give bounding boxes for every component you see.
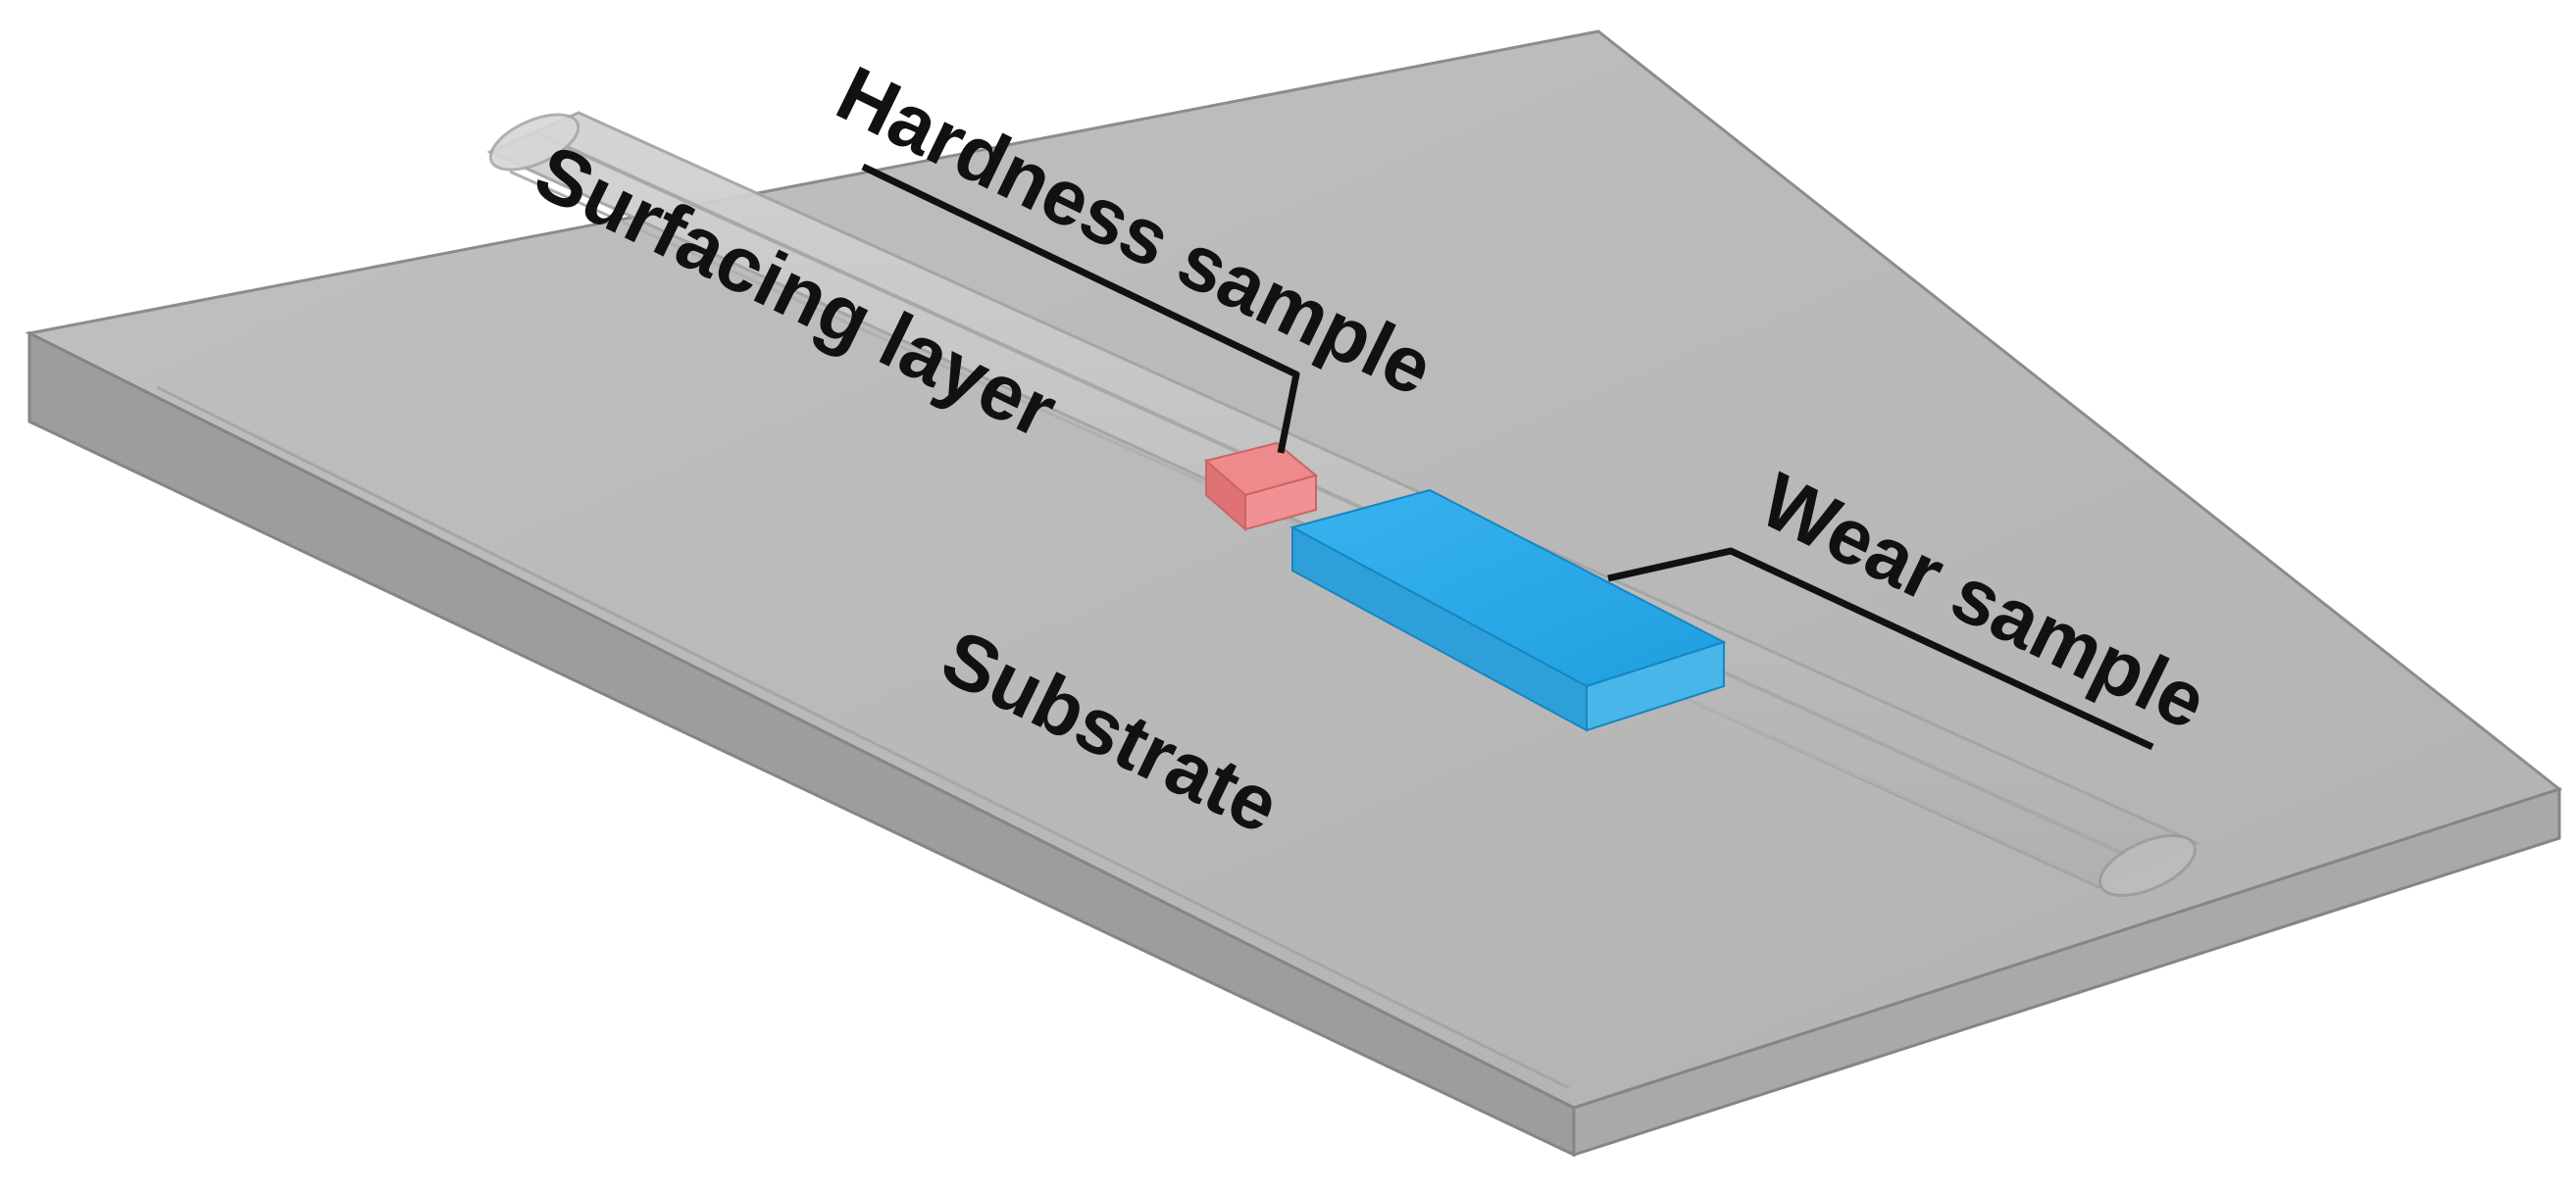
hardness-sample-side (1244, 473, 1317, 531)
plate-inner-edge (156, 385, 1570, 1090)
bead-end-right (2098, 834, 2197, 897)
wear-sample-block (1289, 488, 1727, 732)
plate-side-face (1572, 786, 2561, 1158)
bead-ridge-line (533, 130, 2148, 867)
hardness-leader-line (861, 163, 1300, 454)
wear-leader-line (1607, 547, 2154, 751)
substrate-plate (25, 29, 2563, 1158)
wear-sample-side (1586, 640, 1725, 732)
bead-end-left (488, 113, 581, 172)
surfacing-layer-bead (486, 111, 2200, 897)
hardness-sample-block (1203, 441, 1319, 532)
